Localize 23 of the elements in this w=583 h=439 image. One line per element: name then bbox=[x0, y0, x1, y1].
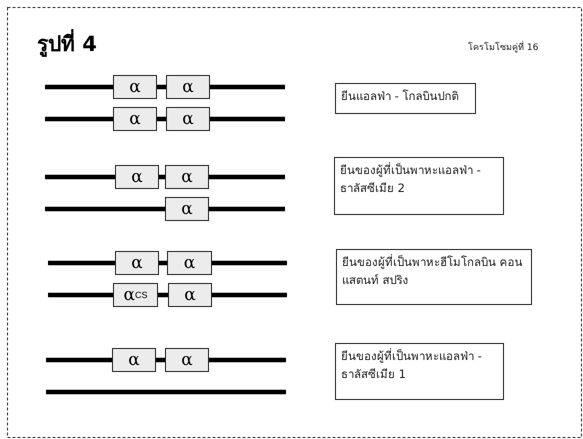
alpha-gene-box: α bbox=[115, 165, 159, 189]
description-text: ยีนของผู้ที่เป็นพาหะฮีโมโกลบิน คอนแสตนท์ สปริง bbox=[342, 254, 524, 289]
alpha-gene-box: α bbox=[165, 165, 209, 189]
alpha-gene-box: α bbox=[115, 251, 159, 275]
alpha-gene-box: α$^{CS}$ bbox=[113, 283, 158, 307]
description-text: ยีนของผู้ที่เป็นพาหะแอลฟ่า - ธาลัสซีเมีย 2 bbox=[340, 162, 482, 197]
alpha-gene-box: α bbox=[113, 75, 157, 99]
alpha-gene-box: α bbox=[166, 75, 210, 99]
description-box bbox=[335, 343, 504, 400]
description-box bbox=[335, 83, 476, 114]
alpha-gene-box: α bbox=[112, 348, 156, 372]
description-box bbox=[336, 249, 532, 305]
alpha-gene-box: α bbox=[166, 107, 210, 131]
alpha-gene-box: α bbox=[165, 348, 209, 372]
chromosome-label: โครโมโซมคู่ที่ 16 bbox=[468, 40, 538, 54]
description-box bbox=[334, 157, 504, 215]
alpha-gene-box: α bbox=[165, 197, 209, 221]
figure-title: รูปที่ 4 bbox=[37, 31, 97, 58]
alpha-gene-box: α bbox=[168, 283, 212, 307]
alpha-gene-box: α bbox=[113, 107, 157, 131]
description-text: ยีนของผู้ที่เป็นพาหะแอลฟ่า - ธาลัสซีเมีย 1 bbox=[341, 348, 483, 383]
alpha-gene-box: α bbox=[167, 251, 212, 275]
description-text: ยีนแอลฟ่า - โกลบินปกติ bbox=[341, 88, 460, 105]
